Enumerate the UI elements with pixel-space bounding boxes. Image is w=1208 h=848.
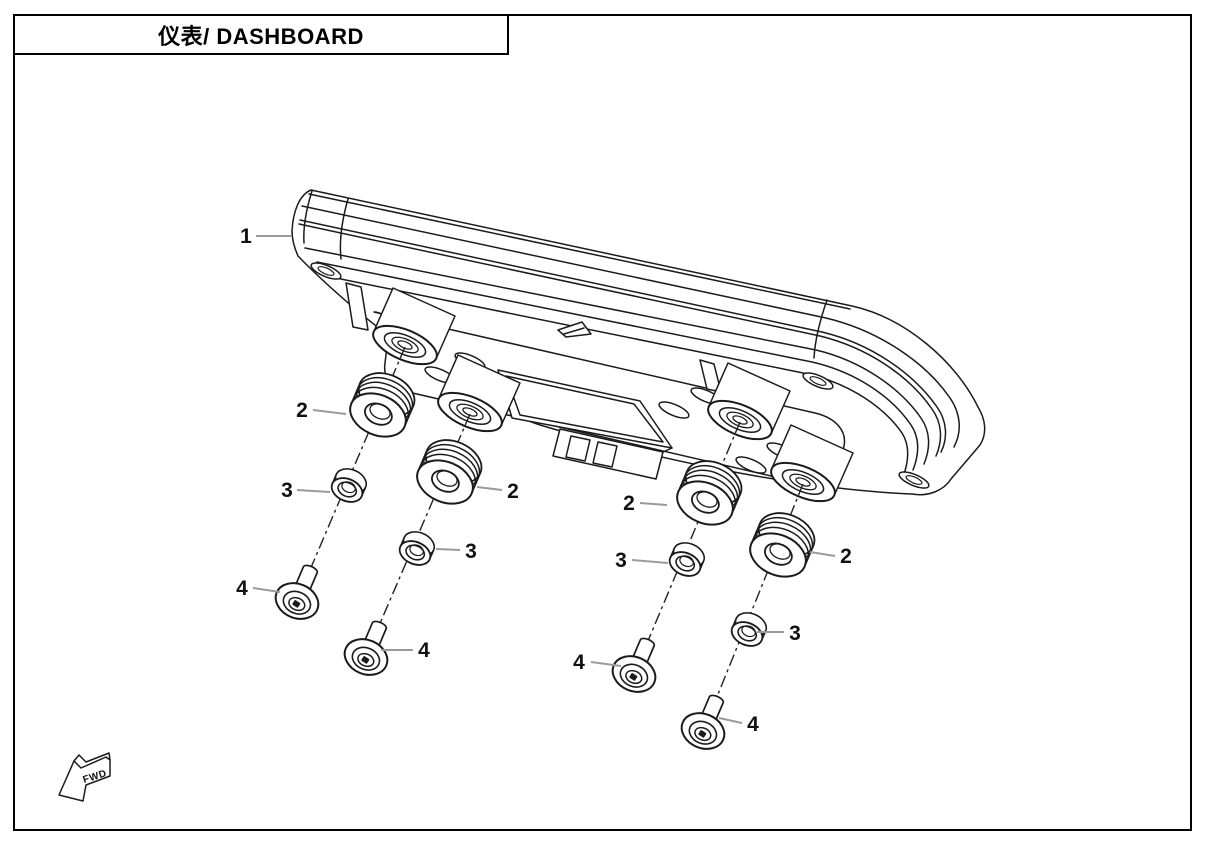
part3-bushing-2 <box>395 526 439 571</box>
callout-4a: 4 <box>236 577 248 600</box>
part2-grommet-4 <box>742 504 823 586</box>
part4-screw-4 <box>675 686 739 757</box>
callout-3d: 3 <box>789 622 801 645</box>
seam-notch-line <box>563 327 585 335</box>
callout-leaders <box>252 235 836 724</box>
bezel-contours <box>298 190 960 478</box>
callout-4d: 4 <box>747 713 759 736</box>
callout-1: 1 <box>240 225 252 248</box>
callout-3a: 3 <box>281 479 293 502</box>
callout-2b: 2 <box>507 480 519 503</box>
page-title: 仪表/ DASHBOARD <box>158 23 364 49</box>
callout-3b: 3 <box>465 540 477 563</box>
part2-grommet-2 <box>409 431 490 513</box>
bracket-gusset-left <box>345 282 369 331</box>
callout-4b: 4 <box>418 639 430 662</box>
callout-2d: 2 <box>840 545 852 568</box>
callout-2a: 2 <box>296 399 308 422</box>
part3-bushing-3 <box>665 537 709 582</box>
callout-3c: 3 <box>615 549 627 572</box>
callout-4c: 4 <box>573 651 585 674</box>
part4-screw-2 <box>338 612 402 683</box>
part1-dashboard-housing <box>291 189 986 511</box>
page-border <box>13 14 1192 831</box>
part3-bushing-4 <box>727 607 771 652</box>
part3-bushing-1 <box>327 463 371 508</box>
callout-2c: 2 <box>623 492 635 515</box>
fwd-direction-icon: FWD <box>58 752 111 802</box>
title-block: 仪表/ DASHBOARD <box>13 14 509 55</box>
